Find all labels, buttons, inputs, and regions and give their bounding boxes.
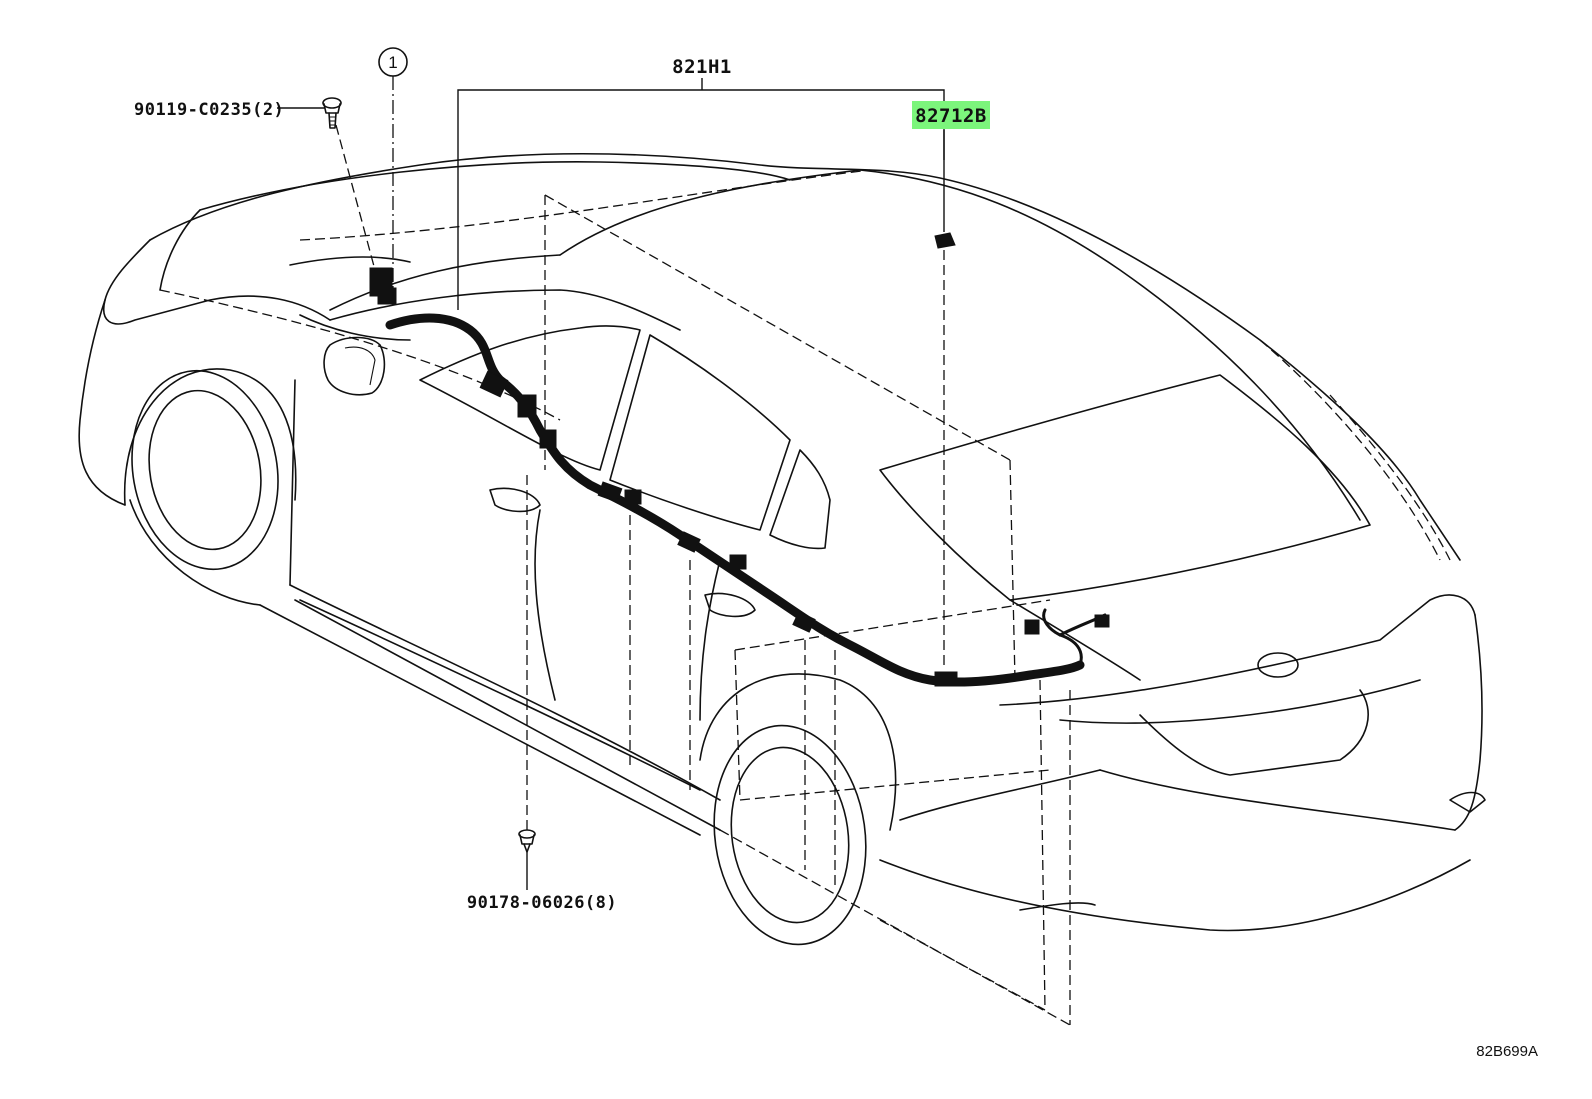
- part-label-clip[interactable]: 90178-06026(8): [467, 893, 617, 913]
- bolt-icon[interactable]: [322, 97, 342, 129]
- part-label-bolt[interactable]: 90119-C0235(2): [134, 100, 284, 120]
- part-label-82712b-group[interactable]: 82712B: [912, 101, 990, 129]
- clip-icon[interactable]: [518, 829, 536, 853]
- callout-1[interactable]: 1: [378, 47, 408, 77]
- part-label-82712b[interactable]: 82712B: [915, 105, 987, 127]
- wire-harness: [369, 267, 1110, 687]
- part-82712b-graphic[interactable]: [934, 232, 956, 249]
- illustration-id: 82B699A: [1476, 1043, 1538, 1060]
- car-body-outline: [78, 152, 1486, 946]
- highlight-box: [912, 101, 990, 129]
- part-label-821h1[interactable]: 821H1: [672, 56, 732, 78]
- callout-1-number: 1: [388, 53, 397, 72]
- phantom-lines: [159, 169, 1451, 1026]
